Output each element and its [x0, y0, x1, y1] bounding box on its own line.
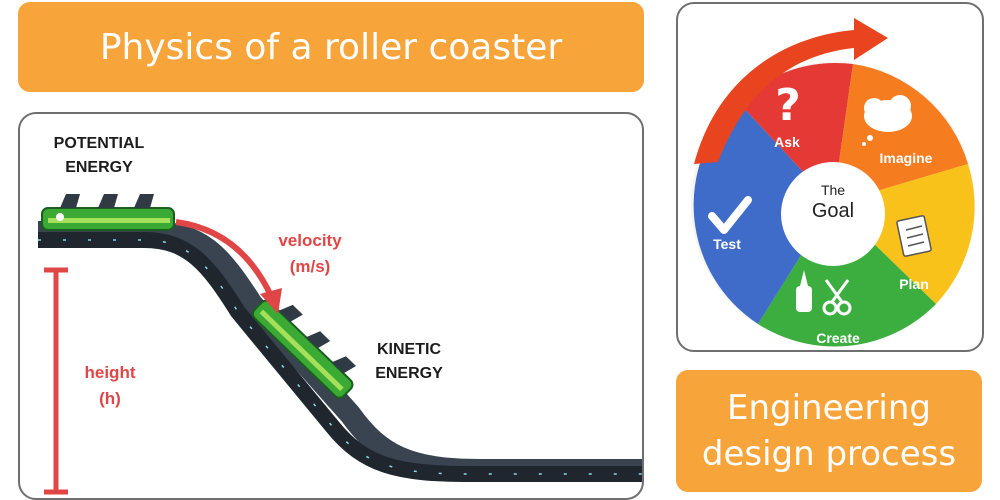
track-front-rail	[38, 232, 642, 482]
height-label: height (h)	[70, 360, 150, 412]
title-banner: Physics of a roller coaster	[18, 2, 644, 92]
checkmark-icon	[708, 196, 752, 234]
step-create: Create	[816, 330, 860, 346]
roller-coaster-illustration	[38, 194, 642, 495]
potential-label-line2: ENERGY	[65, 159, 133, 176]
velocity-label-line1: velocity	[278, 231, 342, 250]
kinetic-label-line1: KINETIC	[377, 341, 441, 358]
velocity-label-line2: (m/s)	[289, 257, 331, 276]
design-cycle-panel: ? Improve The Goal Ask Imagine Pla	[676, 2, 984, 352]
question-mark-icon: ?	[775, 80, 801, 131]
engineering-banner: Engineering design process	[676, 370, 982, 492]
velocity-label: velocity (m/s)	[256, 228, 364, 280]
plan-document-icon	[896, 215, 932, 257]
roller-coaster-panel: POTENTIAL ENERGY velocity (m/s) KINETIC …	[18, 112, 644, 500]
potential-energy-label: POTENTIAL ENERGY	[34, 132, 164, 180]
step-imagine: Imagine	[879, 150, 933, 166]
page-title: Physics of a roller coaster	[99, 26, 563, 68]
height-label-line2: (h)	[99, 389, 121, 408]
potential-label-line1: POTENTIAL	[53, 135, 145, 152]
step-plan: Plan	[899, 276, 929, 292]
design-cycle-wheel: ?	[691, 18, 975, 347]
step-test: Test	[713, 236, 741, 252]
velocity-arrow	[175, 219, 275, 300]
coaster-car-top	[41, 194, 175, 231]
kinetic-energy-label: KINETIC ENERGY	[354, 338, 464, 386]
goal-label-line1: The	[820, 182, 846, 198]
improve-arrow	[694, 18, 888, 164]
coaster-car-middle	[251, 299, 357, 399]
engineering-title-line2: design process	[701, 434, 957, 474]
glue-scissors-icon	[796, 270, 852, 316]
imagine-segment	[833, 64, 968, 204]
goal-label: The Goal	[798, 182, 868, 224]
thought-cloud-icon	[862, 95, 912, 146]
step-ask: Ask	[774, 134, 800, 150]
test-segment	[693, 102, 833, 324]
goal-center	[781, 162, 885, 266]
velocity-arrowhead	[260, 288, 282, 314]
goal-label-line2: Goal	[811, 200, 855, 222]
engineering-title-line1: Engineering	[727, 388, 931, 428]
kinetic-label-line2: ENERGY	[375, 365, 443, 382]
height-label-line1: height	[84, 363, 136, 382]
